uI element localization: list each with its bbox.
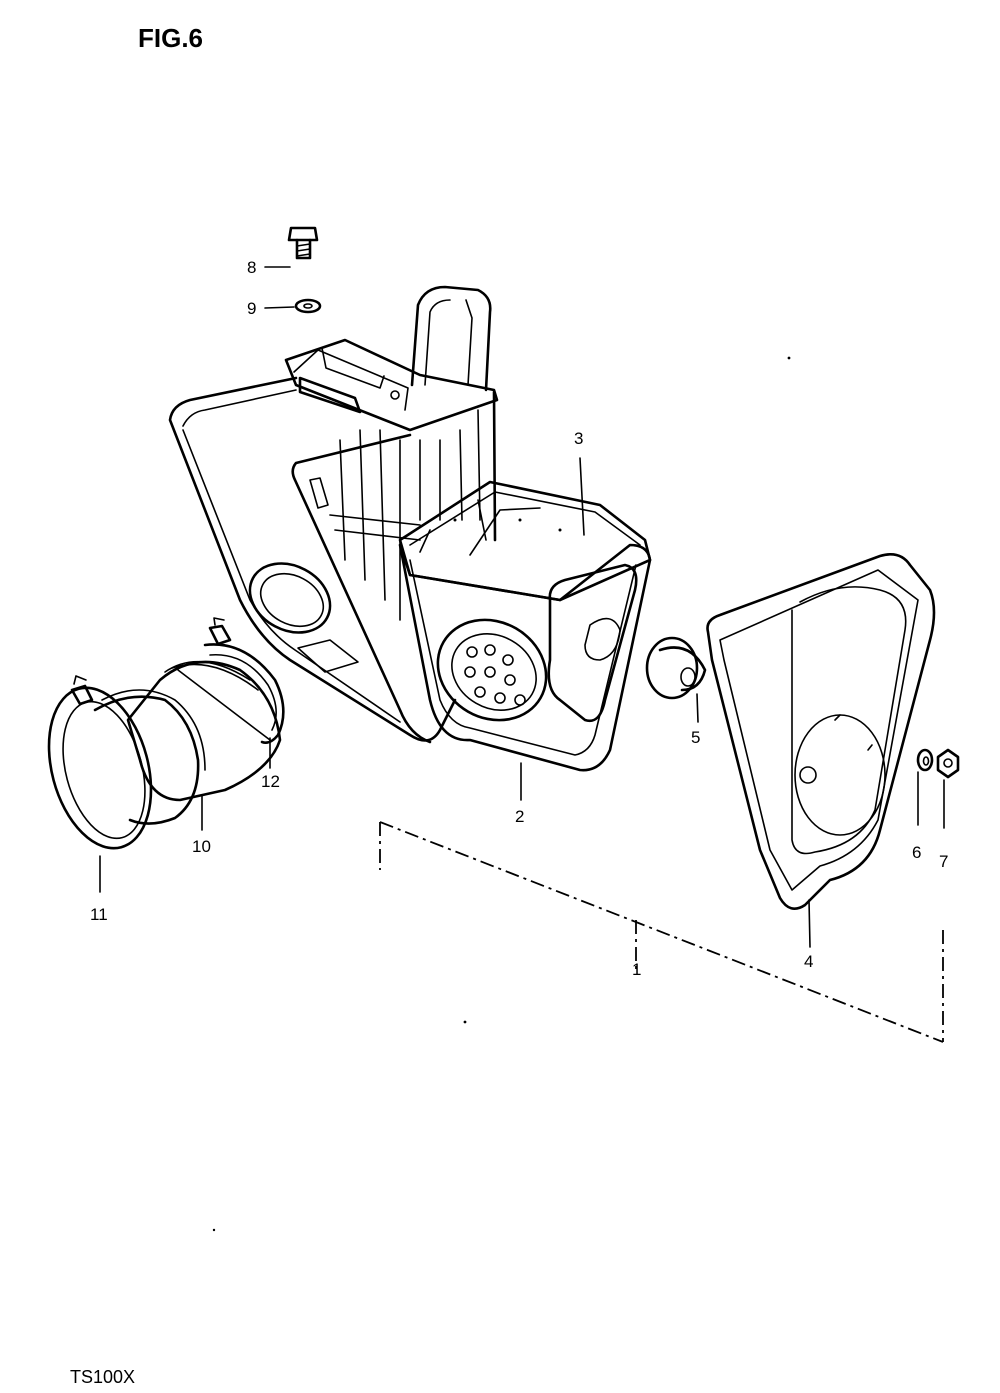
figure-title: FIG.6 [138,23,203,53]
label-11: 11 [90,905,108,924]
filter-element-part-3 [398,480,652,602]
leader-3 [579,457,585,536]
label-12: 12 [261,772,280,791]
label-3: 3 [574,429,583,448]
label-2: 2 [515,807,524,826]
leader-4 [808,899,811,948]
label-1: 1 [632,960,641,979]
assembly-bracket [379,821,944,1043]
nut-part-7 [936,748,960,779]
label-6: 6 [912,843,921,862]
filter-frame-part-2 [398,543,652,772]
intake-hose-part-10 [93,660,282,825]
speck [463,1020,467,1024]
label-7: 7 [939,852,948,871]
washer-part-9 [294,298,322,314]
model-code: TS100X [70,1367,135,1387]
clamp-part-11 [47,675,153,850]
label-9: 9 [247,299,256,318]
label-8: 8 [247,258,256,277]
label-10: 10 [192,837,211,856]
seal-part-5 [645,636,707,700]
cover-part-4 [706,553,936,910]
label-4: 4 [804,952,813,971]
leader-5 [696,693,699,723]
air-cleaner-case [168,285,499,744]
bolt-part-8 [287,226,319,260]
label-5: 5 [691,728,700,747]
speck [212,1228,216,1232]
leader-9 [264,306,295,309]
washer-part-6 [916,748,934,772]
speck [787,356,791,360]
